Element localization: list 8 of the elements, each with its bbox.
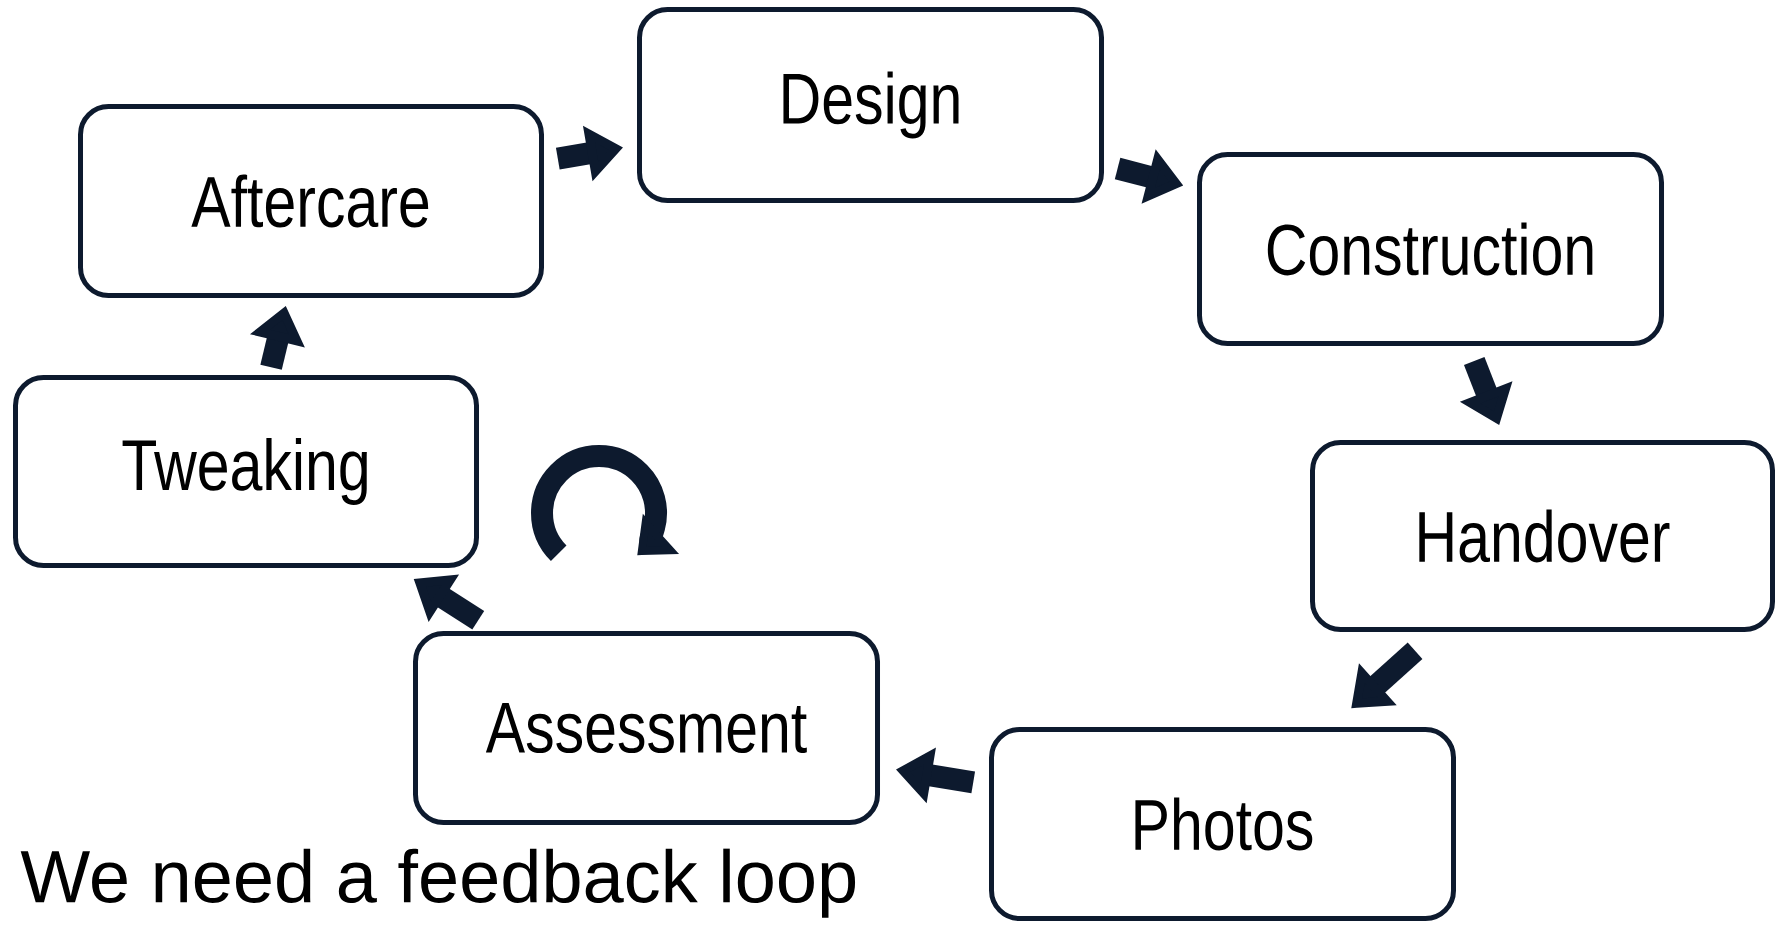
process-box: Aftercare bbox=[78, 104, 544, 298]
process-box: Assessment bbox=[413, 631, 880, 825]
caption-text: We need a feedback loop bbox=[20, 848, 856, 918]
process-box: Design bbox=[637, 7, 1104, 203]
process-box: Photos bbox=[989, 727, 1456, 921]
process-box: Tweaking bbox=[13, 375, 479, 568]
process-box: Construction bbox=[1197, 152, 1664, 346]
process-box: Handover bbox=[1310, 440, 1775, 632]
